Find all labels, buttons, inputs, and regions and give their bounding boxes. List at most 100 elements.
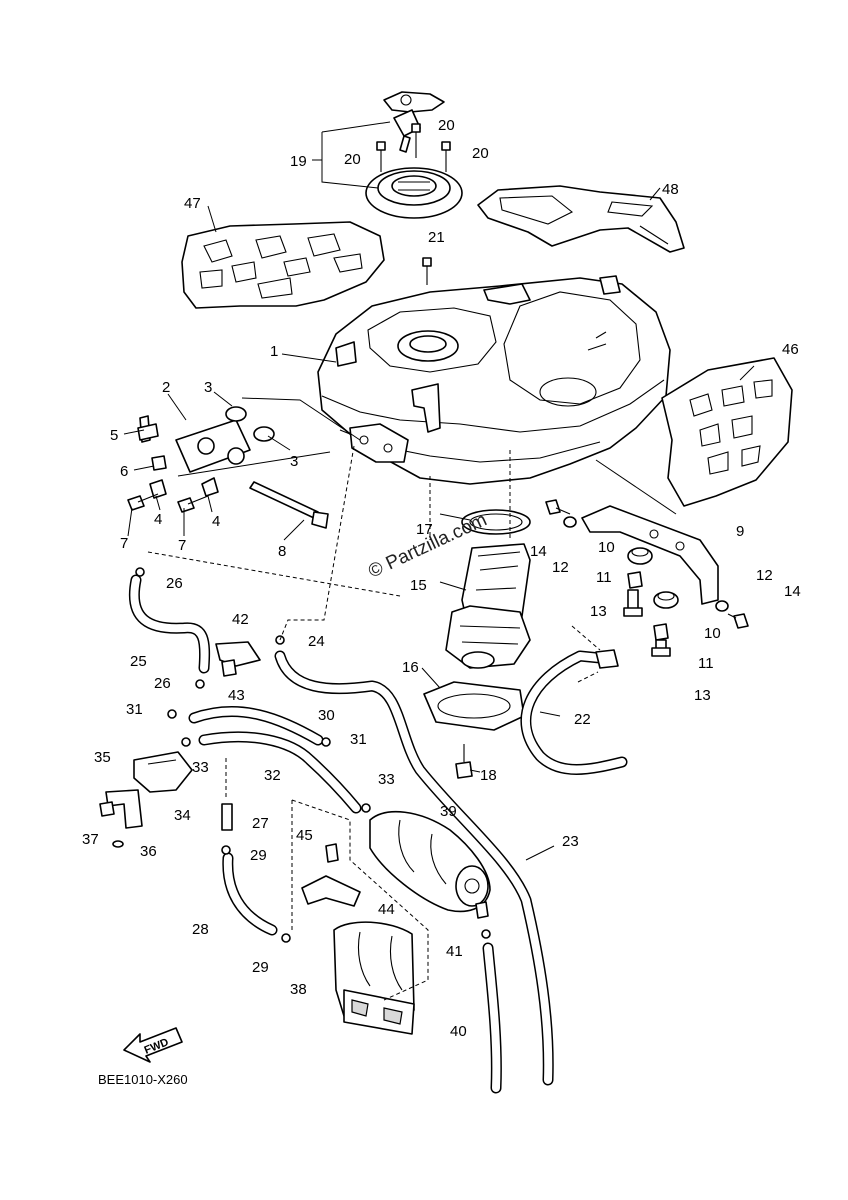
fuel-pump[interactable] [445, 543, 531, 669]
collar-43[interactable] [221, 659, 237, 677]
callout-37: 37 [82, 831, 99, 848]
breather-hose-23[interactable] [274, 650, 554, 1086]
nut-6[interactable] [151, 455, 167, 471]
callout-numbers: 1 2 3 3 4 4 5 6 7 7 8 9 10 10 11 11 12 1… [82, 117, 801, 1040]
callout-38: 38 [290, 981, 307, 998]
callout-28: 28 [192, 921, 209, 938]
callout-15: 15 [410, 577, 427, 594]
hose-25[interactable] [128, 574, 211, 674]
callout-22: 22 [574, 711, 591, 728]
callout-11: 11 [596, 569, 612, 586]
hose-28[interactable] [222, 852, 278, 936]
callout-14: 14 [530, 543, 547, 560]
fuel-cap-assembly[interactable] [365, 91, 463, 219]
bolt-13[interactable] [623, 589, 671, 657]
callout-4: 4 [154, 511, 162, 528]
callout-27: 27 [252, 815, 269, 832]
callout-47: 47 [184, 195, 201, 212]
callout-3: 3 [204, 379, 212, 396]
callout-13: 13 [590, 603, 607, 620]
fuel-cap-bolts[interactable] [376, 123, 451, 285]
tank-side-cover-left[interactable] [181, 221, 385, 309]
collar-11[interactable] [627, 571, 669, 641]
callout-4: 4 [212, 513, 220, 530]
callout-45: 45 [296, 827, 313, 844]
callout-17: 17 [416, 521, 433, 538]
callout-36: 36 [140, 843, 157, 860]
callout-34: 34 [174, 807, 191, 824]
callout-20: 20 [438, 117, 455, 134]
diagram-code: BEE1010-X260 [98, 1072, 188, 1087]
bracket-42[interactable] [215, 641, 261, 667]
tank-side-cover-right[interactable] [661, 357, 793, 507]
callout-2: 2 [162, 379, 170, 396]
charcoal-canister[interactable] [369, 810, 491, 919]
damper-3[interactable] [225, 406, 275, 442]
callout-46: 46 [782, 341, 799, 358]
callout-24: 24 [308, 633, 325, 650]
hose-32[interactable] [198, 731, 362, 814]
callout-21: 21 [428, 229, 445, 246]
callout-7: 7 [178, 537, 186, 554]
callout-8: 8 [278, 543, 286, 560]
bolt-45[interactable] [325, 843, 339, 863]
callout-33: 33 [378, 771, 395, 788]
bolt-18[interactable] [455, 744, 473, 779]
callout-16: 16 [402, 659, 419, 676]
bolt-5[interactable] [137, 415, 159, 443]
hose-clamps[interactable] [135, 567, 491, 943]
tank-front-bracket[interactable] [175, 419, 251, 473]
canister-holder[interactable] [333, 921, 415, 1035]
canister-bracket[interactable] [301, 875, 361, 907]
callout-29: 29 [250, 847, 267, 864]
callout-35: 35 [94, 749, 111, 766]
callout-23: 23 [562, 833, 579, 850]
callout-10: 10 [704, 625, 721, 642]
callout-19: 19 [290, 153, 307, 170]
fitting-27[interactable] [221, 803, 233, 831]
callout-7: 7 [120, 535, 128, 552]
callout-29: 29 [252, 959, 269, 976]
callout-20: 20 [344, 151, 361, 168]
callout-41: 41 [446, 943, 463, 960]
solenoid-valve-34[interactable] [133, 751, 193, 793]
hose-30[interactable] [188, 706, 324, 746]
callout-10: 10 [598, 539, 615, 556]
tank-rear-bracket[interactable] [581, 505, 719, 605]
callout-42: 42 [232, 611, 249, 628]
callout-48: 48 [662, 181, 679, 198]
washer-12[interactable] [563, 516, 729, 612]
callout-39: 39 [440, 803, 457, 820]
bolt-7[interactable] [127, 493, 209, 513]
callout-14: 14 [784, 583, 801, 600]
callout-5: 5 [110, 427, 118, 444]
callout-44: 44 [378, 901, 395, 918]
callout-31: 31 [350, 731, 367, 748]
callout-26: 26 [154, 675, 171, 692]
callout-9: 9 [736, 523, 744, 540]
grommet-36[interactable] [112, 840, 124, 848]
fuel-pump-gasket[interactable] [461, 509, 531, 535]
hose-40[interactable] [482, 942, 502, 1094]
damper-10[interactable] [627, 547, 679, 609]
callout-30: 30 [318, 707, 335, 724]
nut-37[interactable] [99, 801, 115, 817]
long-bolt-8[interactable] [249, 481, 329, 529]
callout-12: 12 [552, 559, 569, 576]
callout-3: 3 [290, 453, 298, 470]
callout-18: 18 [480, 767, 497, 784]
tank-cover-top[interactable] [477, 185, 685, 253]
collar-4[interactable] [149, 477, 219, 499]
forward-arrow-icon: FWD [123, 1027, 183, 1063]
fuel-tank[interactable] [317, 275, 671, 485]
callout-25: 25 [130, 653, 147, 670]
fuel-pump-plate[interactable] [423, 681, 525, 731]
callout-11: 11 [698, 655, 714, 672]
callout-40: 40 [450, 1023, 467, 1040]
callout-13: 13 [694, 687, 711, 704]
fuel-hose-22[interactable] [520, 649, 628, 775]
callout-31: 31 [126, 701, 143, 718]
callout-leaders [123, 187, 755, 861]
bolt-14[interactable] [545, 499, 749, 629]
